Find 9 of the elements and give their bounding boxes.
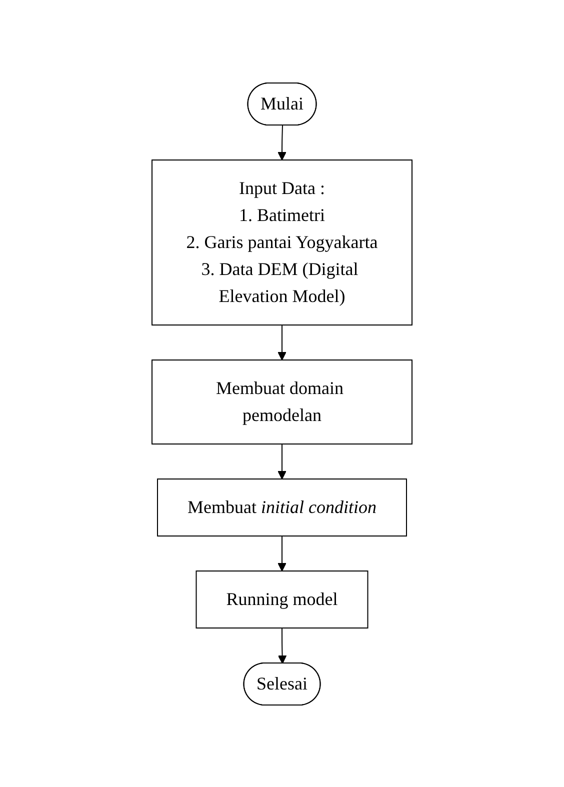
arrow (278, 535, 286, 571)
node-box: Input Data : 1. Batimetri 2. Garis pantai Yogyakarta 3. Data DEM (Digital Elevation Model) (152, 159, 412, 325)
arrow (278, 443, 286, 479)
arrow (278, 324, 286, 360)
node-box: Membuat initial condition (157, 478, 407, 536)
arrow (278, 124, 286, 160)
arrow (278, 627, 287, 664)
node-box: Running model (196, 570, 368, 628)
node-box: Membuat domain pemodelan (152, 359, 412, 444)
